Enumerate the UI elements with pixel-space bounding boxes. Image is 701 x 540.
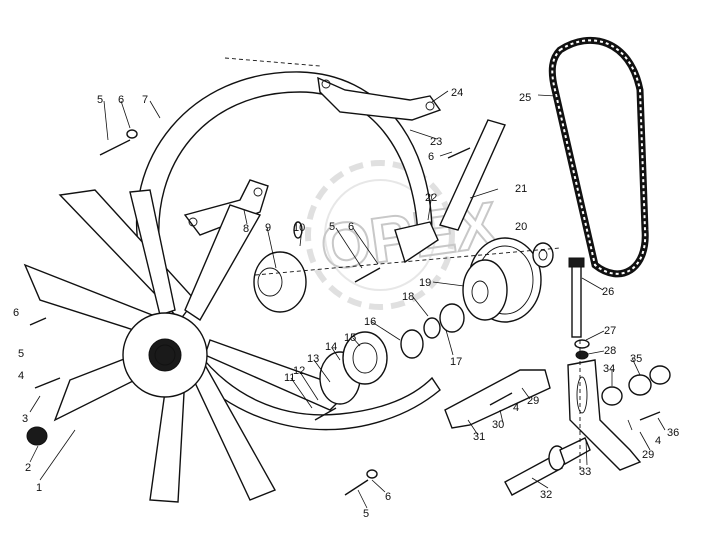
bracket-8 <box>183 179 269 236</box>
label-36: 36 <box>667 427 679 439</box>
label-28: 28 <box>604 345 616 357</box>
label-10: 10 <box>293 222 305 234</box>
label-15: 15 <box>344 332 356 344</box>
label-31: 31 <box>473 431 485 443</box>
label-35: 35 <box>630 353 642 365</box>
label-25: 25 <box>519 92 531 104</box>
label-5: 5 <box>18 348 24 360</box>
bracket-31 <box>444 369 551 429</box>
washer-34 <box>601 386 623 406</box>
axle-32 <box>504 437 591 496</box>
label-30: 30 <box>492 419 504 431</box>
part-labels: 1 2 3 4 4 4 5 5 5 5 6 6 6 6 6 7 8 9 10 1… <box>13 87 679 520</box>
label-18: 18 <box>402 291 414 303</box>
label-24: 24 <box>451 87 463 99</box>
label-12: 12 <box>293 365 305 377</box>
bolts <box>26 129 661 496</box>
label-32: 32 <box>540 489 552 501</box>
label-19: 19 <box>419 277 431 289</box>
label-9: 9 <box>265 222 271 234</box>
v-belt-25 <box>548 36 649 278</box>
label-20: 20 <box>515 221 527 233</box>
label-13: 13 <box>307 353 319 365</box>
label-17: 17 <box>450 356 462 368</box>
tension-bolt-26 <box>568 257 585 338</box>
label-21: 21 <box>515 183 527 195</box>
bracket-24 <box>317 76 442 121</box>
label-8: 8 <box>243 223 249 235</box>
label-7: 7 <box>142 94 148 106</box>
tension-lever-33 <box>567 359 642 471</box>
bracket-21 <box>394 119 506 264</box>
label-14: 14 <box>325 341 337 353</box>
label-4: 4 <box>18 370 24 382</box>
label-6: 6 <box>118 94 124 106</box>
nut-28 <box>575 350 589 360</box>
label-26: 26 <box>602 286 614 298</box>
label-22: 22 <box>425 192 437 204</box>
bearing-20 <box>532 242 554 268</box>
label-29: 29 <box>642 449 654 461</box>
label-5: 5 <box>97 94 103 106</box>
label-11: 11 <box>284 372 295 384</box>
label-23: 23 <box>430 136 442 148</box>
bearing-set <box>400 303 465 359</box>
alignment-lines <box>224 57 581 470</box>
leader-lines <box>29 90 666 509</box>
spacer-9 <box>253 251 307 313</box>
label-3: 3 <box>22 413 28 425</box>
label-34: 34 <box>603 363 615 375</box>
label-5: 5 <box>329 221 335 233</box>
gasket-15 <box>342 331 388 385</box>
fan-pulley-19 <box>462 237 542 323</box>
washer-27 <box>574 339 590 349</box>
label-4: 4 <box>655 435 661 447</box>
label-27: 27 <box>604 325 616 337</box>
label-6: 6 <box>348 221 354 233</box>
label-29: 29 <box>527 395 539 407</box>
label-6: 6 <box>385 491 391 503</box>
label-5: 5 <box>363 508 369 520</box>
label-1: 1 <box>36 482 42 494</box>
fan-assembly <box>23 189 352 503</box>
label-2: 2 <box>25 462 31 474</box>
label-33: 33 <box>579 466 591 478</box>
label-6: 6 <box>428 151 434 163</box>
label-6: 6 <box>13 307 19 319</box>
label-4: 4 <box>513 402 519 414</box>
nut-35 <box>628 365 671 396</box>
label-16: 16 <box>364 316 376 328</box>
